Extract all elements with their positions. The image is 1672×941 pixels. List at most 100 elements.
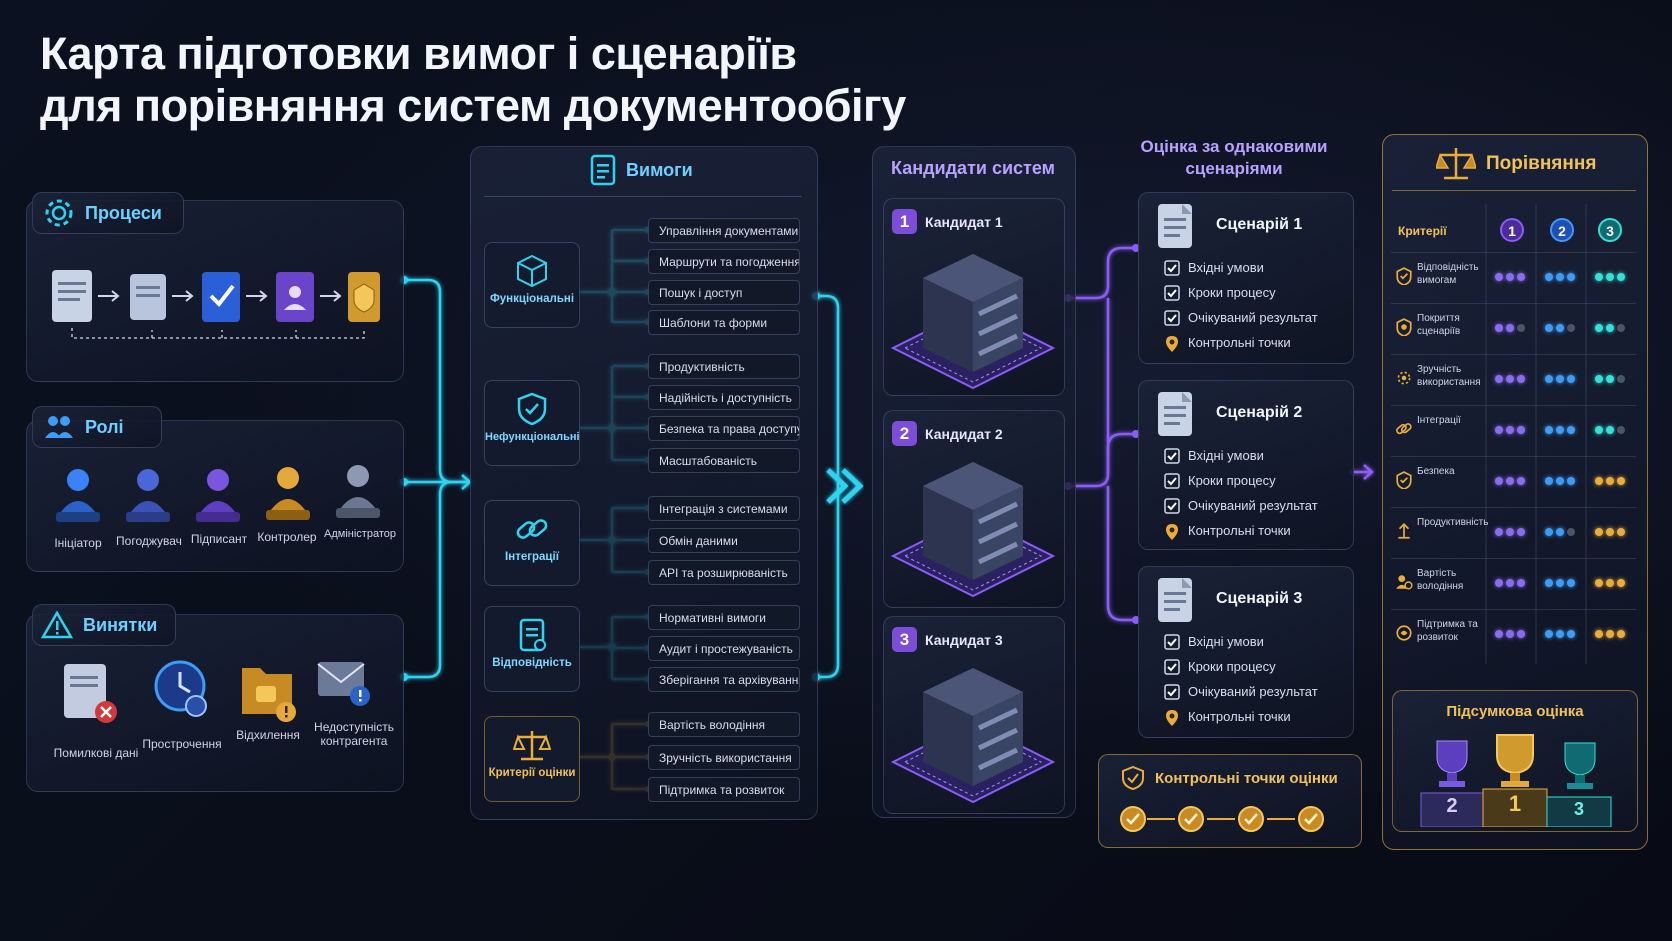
column-divider bbox=[1585, 204, 1587, 664]
checkbox-checked-icon bbox=[1164, 448, 1180, 469]
category-evaluation-criteria: Критерії оцінки bbox=[484, 716, 580, 802]
score-dots bbox=[1545, 477, 1575, 485]
score-dot bbox=[1617, 426, 1625, 434]
score-dot bbox=[1606, 477, 1614, 485]
comparison-row: Підтримка та розвиток bbox=[1391, 609, 1636, 660]
score-dot bbox=[1617, 324, 1625, 332]
signatory-icon bbox=[196, 469, 240, 522]
checkbox-checked-icon bbox=[1164, 659, 1180, 680]
unavailable-mail-icon bbox=[317, 662, 370, 706]
exception-overdue: Прострочення bbox=[142, 737, 222, 751]
scenario-check-item: Очікуваний результат bbox=[1188, 498, 1318, 513]
process-flow bbox=[44, 266, 384, 356]
score-dot bbox=[1556, 273, 1564, 281]
criterion-name: Відповідність вимогам bbox=[1417, 262, 1479, 286]
criterion-name: Зручність використання bbox=[1417, 364, 1481, 388]
scenario-check-item: Контрольні точки bbox=[1188, 523, 1291, 538]
column-divider bbox=[1535, 204, 1537, 664]
candidate-number: 1 bbox=[892, 209, 917, 234]
usability-icon bbox=[1395, 369, 1413, 392]
score-dot bbox=[1606, 528, 1614, 536]
gear-icon bbox=[45, 199, 73, 227]
criterion-name: Безпека bbox=[1417, 466, 1455, 477]
score-dots bbox=[1595, 477, 1625, 485]
score-dot bbox=[1545, 375, 1553, 383]
exception-wrong-data: Помилкові дані bbox=[53, 746, 139, 760]
exception-rejection: Відхилення bbox=[236, 728, 300, 742]
score-dot bbox=[1567, 273, 1575, 281]
score-dot bbox=[1595, 375, 1603, 383]
score-dot bbox=[1595, 579, 1603, 587]
score-dots bbox=[1495, 630, 1525, 638]
category-integrations: Інтеграції bbox=[484, 500, 580, 586]
score-dot bbox=[1517, 426, 1525, 434]
server-icon bbox=[890, 254, 1056, 390]
score-dot bbox=[1495, 324, 1503, 332]
score-dots bbox=[1595, 426, 1625, 434]
roles-header: Ролі bbox=[32, 406, 162, 448]
candidate-name: Кандидат 3 bbox=[925, 631, 1003, 648]
scenario-check-item: Контрольні точки bbox=[1188, 709, 1291, 724]
score-dot bbox=[1606, 273, 1614, 281]
req-item: Зберігання та архівування bbox=[648, 667, 800, 692]
score-dot bbox=[1567, 630, 1575, 638]
column-badge-3: 3 bbox=[1598, 218, 1622, 242]
score-dot bbox=[1545, 426, 1553, 434]
process-flow-icons bbox=[52, 270, 380, 339]
checkbox-checked-icon bbox=[1164, 498, 1180, 519]
comparison-row: Вартість володіння bbox=[1391, 558, 1636, 609]
shield-target-icon bbox=[1395, 318, 1413, 341]
score-dot bbox=[1606, 426, 1614, 434]
score-dot bbox=[1567, 324, 1575, 332]
checkpoints-panel: Контрольні точки оцінки bbox=[1098, 754, 1362, 848]
shield-check-icon bbox=[1122, 765, 1144, 791]
comparison-header: Порівняння bbox=[1436, 144, 1596, 184]
server-icon bbox=[890, 462, 1056, 598]
score-dot bbox=[1517, 630, 1525, 638]
score-dot bbox=[1556, 630, 1564, 638]
score-dot bbox=[1606, 579, 1614, 587]
score-dot bbox=[1545, 630, 1553, 638]
score-dot bbox=[1517, 273, 1525, 281]
exception-figures bbox=[64, 660, 370, 723]
scenario-check-item: Вхідні умови bbox=[1188, 448, 1264, 463]
criterion-name: Підтримка та розвиток bbox=[1417, 619, 1478, 643]
score-dots bbox=[1495, 273, 1525, 281]
checkbox-checked-icon bbox=[1164, 473, 1180, 494]
score-dot bbox=[1545, 579, 1553, 587]
scenario-check-item: Кроки процесу bbox=[1188, 285, 1276, 300]
trophy-cyan-icon bbox=[1564, 742, 1596, 789]
score-dot bbox=[1545, 528, 1553, 536]
scenario-check-item: Кроки процесу bbox=[1188, 473, 1276, 488]
candidate-number: 2 bbox=[892, 421, 917, 446]
requirements-header: Вимоги bbox=[590, 154, 693, 186]
score-dots bbox=[1545, 579, 1575, 587]
score-dot bbox=[1506, 273, 1514, 281]
users-icon bbox=[45, 416, 73, 438]
overdue-clock-icon bbox=[154, 660, 207, 717]
criterion-name: Покриття сценаріїв bbox=[1417, 313, 1461, 337]
location-pin-icon bbox=[1164, 523, 1180, 546]
score-dot bbox=[1595, 477, 1603, 485]
score-dot bbox=[1595, 273, 1603, 281]
criterion-name: Інтеграції bbox=[1417, 415, 1461, 426]
score-dot bbox=[1567, 477, 1575, 485]
summary-title: Підсумкова оцінка bbox=[1446, 703, 1584, 720]
score-dot bbox=[1545, 273, 1553, 281]
score-dot bbox=[1595, 528, 1603, 536]
score-dot bbox=[1517, 528, 1525, 536]
req-item: Підтримка та розвиток bbox=[648, 777, 800, 802]
requirements-divider bbox=[484, 196, 802, 197]
shield-check-icon bbox=[1395, 267, 1413, 290]
req-item: API та розширюваність bbox=[648, 560, 800, 585]
score-dots bbox=[1495, 426, 1525, 434]
score-dot bbox=[1506, 528, 1514, 536]
podium-graphic bbox=[1420, 734, 1612, 827]
category-compliance: Відповідність bbox=[484, 606, 580, 692]
category-nonfunctional: Нефункціональні bbox=[484, 380, 580, 466]
column-badge-2: 2 bbox=[1550, 218, 1574, 242]
score-dot bbox=[1595, 324, 1603, 332]
scenario-check-item: Очікуваний результат bbox=[1188, 684, 1318, 699]
score-dot bbox=[1617, 630, 1625, 638]
scenario-check-item: Кроки процесу bbox=[1188, 659, 1276, 674]
